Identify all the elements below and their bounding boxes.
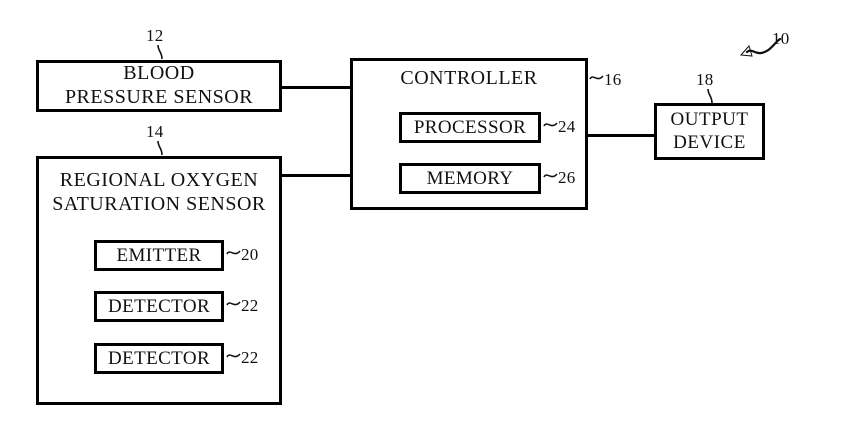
block-detector-1[interactable]: DETECTOR [94, 291, 224, 322]
reference-number-22-second: 22 [241, 348, 259, 367]
block-label-processor: PROCESSOR [413, 116, 527, 138]
leader-line-18 [707, 88, 713, 104]
leader-line-16 [589, 75, 604, 80]
assembly-arrow-icon [739, 37, 782, 57]
block-processor[interactable]: PROCESSOR [399, 112, 541, 143]
block-emitter[interactable]: EMITTER [94, 240, 224, 271]
block-label-memory: MEMORY [426, 167, 514, 189]
reference-number-12: 12 [146, 26, 164, 45]
block-label-blood-pressure-sensor: BLOOD PRESSURE SENSOR [64, 62, 254, 108]
connector-rsos-to-controller [280, 174, 350, 177]
leader-line-22-second [226, 353, 241, 358]
block-blood-pressure-sensor[interactable]: BLOOD PRESSURE SENSOR [36, 60, 282, 112]
leader-line-24 [543, 122, 558, 127]
block-label-emitter: EMITTER [116, 244, 202, 266]
reference-number-16: 16 [604, 70, 622, 89]
block-label-detector-1: DETECTOR [107, 295, 211, 317]
reference-number-14: 14 [146, 122, 164, 141]
block-memory[interactable]: MEMORY [399, 163, 541, 194]
block-detector-2[interactable]: DETECTOR [94, 343, 224, 374]
reference-number-18: 18 [696, 70, 714, 89]
block-label-controller: CONTROLLER [400, 67, 538, 89]
block-label-output-device: OUTPUT DEVICE [670, 109, 749, 153]
connector-bps-to-controller [280, 86, 350, 89]
reference-number-26: 26 [558, 168, 576, 187]
leader-line-22-first [226, 301, 241, 306]
block-output-device[interactable]: OUTPUT DEVICE [654, 103, 765, 160]
block-label-detector-2: DETECTOR [107, 347, 211, 369]
reference-number-22-first: 22 [241, 296, 259, 315]
connector-controller-to-output [588, 134, 655, 137]
reference-number-10: 10 [772, 29, 790, 48]
reference-number-20: 20 [241, 245, 259, 264]
leader-line-20 [226, 250, 241, 255]
block-label-regional-oxygen-saturation-sensor: REGIONAL OXYGEN SATURATION SENSOR [52, 169, 266, 215]
reference-number-24: 24 [558, 117, 576, 136]
leader-line-26 [543, 173, 558, 178]
leader-line-14 [157, 140, 163, 156]
leader-line-12 [157, 44, 163, 60]
